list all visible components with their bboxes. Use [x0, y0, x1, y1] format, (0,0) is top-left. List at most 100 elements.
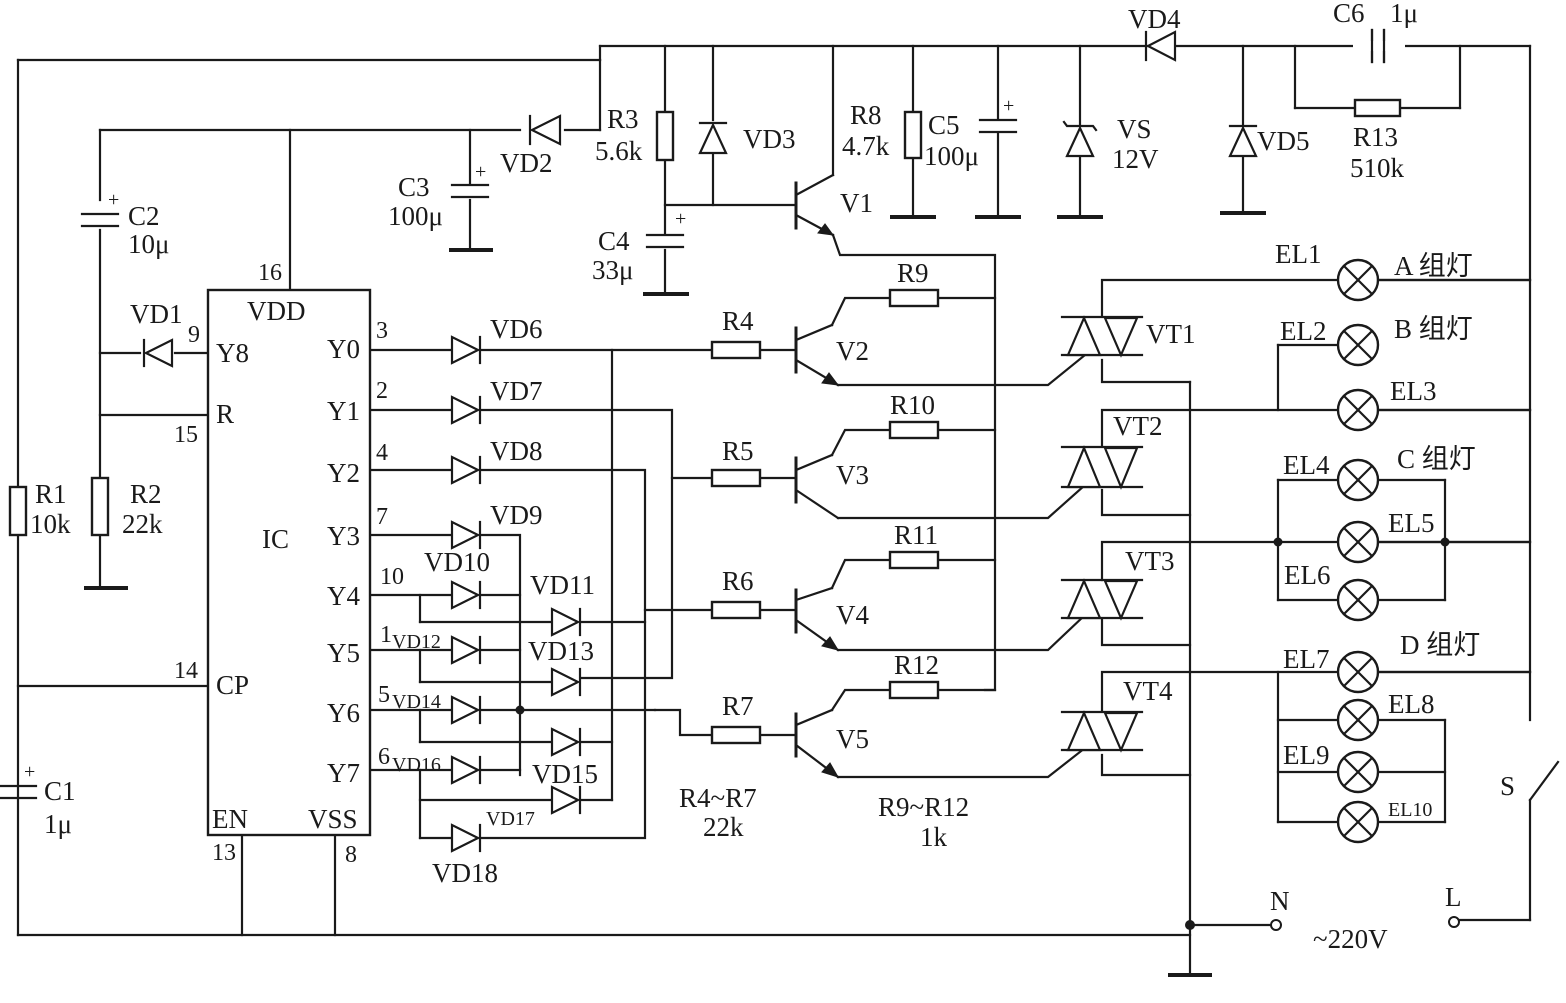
r10-body [888, 420, 940, 440]
r9r12-label: R9~R12 [878, 792, 969, 822]
vd14 [450, 695, 482, 725]
r9r12-value: 1k [920, 822, 948, 852]
vd8-label: VD8 [490, 436, 543, 466]
r7-body [710, 725, 762, 745]
vd11-label: VD11 [530, 570, 595, 600]
junction-dots [515, 537, 1450, 930]
r4-body [710, 340, 762, 360]
vd2-label: VD2 [500, 148, 553, 178]
c2-value: 10μ [128, 229, 169, 259]
ic-en-label: EN [212, 804, 248, 834]
group-b-label: B 组灯 [1394, 314, 1473, 344]
v3-label: V3 [836, 460, 869, 490]
r2-value: 22k [122, 509, 163, 539]
vd5-label: VD5 [1257, 126, 1310, 156]
c4-value: 33μ [592, 255, 633, 285]
ic-y5-label: Y5 [327, 638, 360, 668]
ic-vss-label: VSS [308, 804, 358, 834]
switch-s-label: S [1500, 771, 1515, 801]
ic-r-label: R [216, 399, 234, 429]
el6-lamp [1336, 578, 1380, 622]
labels: VDD Y8 R IC CP EN VSS Y0 Y1 Y2 Y3 Y4 Y5 … [30, 0, 1515, 954]
r13-value: 510k [1350, 153, 1405, 183]
pin-3: 3 [376, 318, 388, 344]
vd4-label: VD4 [1128, 4, 1181, 34]
vd3-label: VD3 [743, 124, 796, 154]
r9-body [888, 288, 940, 308]
vd9-label: VD9 [490, 500, 543, 530]
vd14-label: VD14 [392, 691, 441, 713]
r4-label: R4 [722, 306, 754, 336]
ic-y8-label: Y8 [216, 338, 249, 368]
vd6 [450, 335, 482, 365]
pin-2: 2 [376, 378, 388, 404]
ic-cp-label: CP [216, 670, 249, 700]
group-c-label: C 组灯 [1397, 444, 1476, 474]
vt3-label: VT3 [1125, 546, 1175, 576]
pin-14: 14 [174, 658, 198, 684]
el10-label: EL10 [1388, 799, 1432, 821]
el3-lamp [1336, 388, 1380, 432]
vd18 [450, 823, 482, 853]
r13-body [1353, 98, 1402, 118]
r11-label: R11 [894, 520, 938, 550]
vd17-label: VD17 [486, 808, 535, 830]
r4r7-label: R4~R7 [679, 783, 757, 813]
vd18-label: VD18 [432, 858, 498, 888]
c5-value: 100μ [924, 141, 979, 171]
pin-1: 1 [380, 622, 392, 648]
vt4 [1060, 710, 1144, 753]
vd15 [550, 727, 582, 757]
r3-value: 5.6k [595, 136, 643, 166]
v1-label: V1 [840, 188, 873, 218]
r1-body [8, 485, 28, 537]
vd7 [450, 395, 482, 425]
mains-n-label: N [1270, 886, 1290, 916]
vd17 [550, 785, 582, 815]
pin-15: 15 [174, 422, 198, 448]
mains-voltage-label: ~220V [1313, 924, 1388, 954]
el7-label: EL7 [1283, 644, 1330, 674]
vd10 [450, 580, 482, 610]
vt2 [1060, 445, 1144, 490]
vd8 [450, 455, 482, 485]
pin-13: 13 [212, 840, 236, 866]
pin-10: 10 [380, 564, 404, 590]
group-d-label: D 组灯 [1400, 630, 1480, 660]
c4-label: C4 [598, 226, 630, 256]
pin-8: 8 [345, 842, 357, 868]
ic-y1-label: Y1 [327, 396, 360, 426]
r3-label: R3 [607, 104, 639, 134]
ic-4017 [206, 288, 372, 837]
vd16-label: VD16 [392, 754, 441, 776]
vt3 [1060, 578, 1144, 621]
diodes [142, 30, 1258, 853]
el3-label: EL3 [1390, 376, 1437, 406]
pin-7: 7 [376, 504, 388, 530]
v5-label: V5 [836, 724, 869, 754]
r12-body [888, 680, 940, 700]
vd12 [450, 635, 482, 665]
el4-label: EL4 [1283, 450, 1330, 480]
r11-body [888, 550, 940, 570]
ic-y0-label: Y0 [327, 334, 360, 364]
vs-value: 12V [1112, 144, 1159, 174]
svg-text:+: + [108, 189, 119, 211]
c1-value: 1μ [44, 809, 72, 839]
c1-label: C1 [44, 776, 76, 806]
el2-lamp [1336, 323, 1380, 367]
pin-9: 9 [188, 322, 200, 348]
c5-label: C5 [928, 110, 960, 140]
svg-text:+: + [1003, 95, 1014, 117]
vd11 [550, 607, 582, 637]
ic-vdd-label: VDD [247, 296, 306, 326]
triacs [1060, 315, 1144, 753]
resistors [8, 98, 1402, 745]
el9-label: EL9 [1283, 740, 1330, 770]
r6-label: R6 [722, 566, 754, 596]
r7-label: R7 [722, 691, 754, 721]
c3-label: C3 [398, 172, 430, 202]
capacitors: + + + + + [0, 28, 1405, 800]
r13-label: R13 [1353, 122, 1398, 152]
